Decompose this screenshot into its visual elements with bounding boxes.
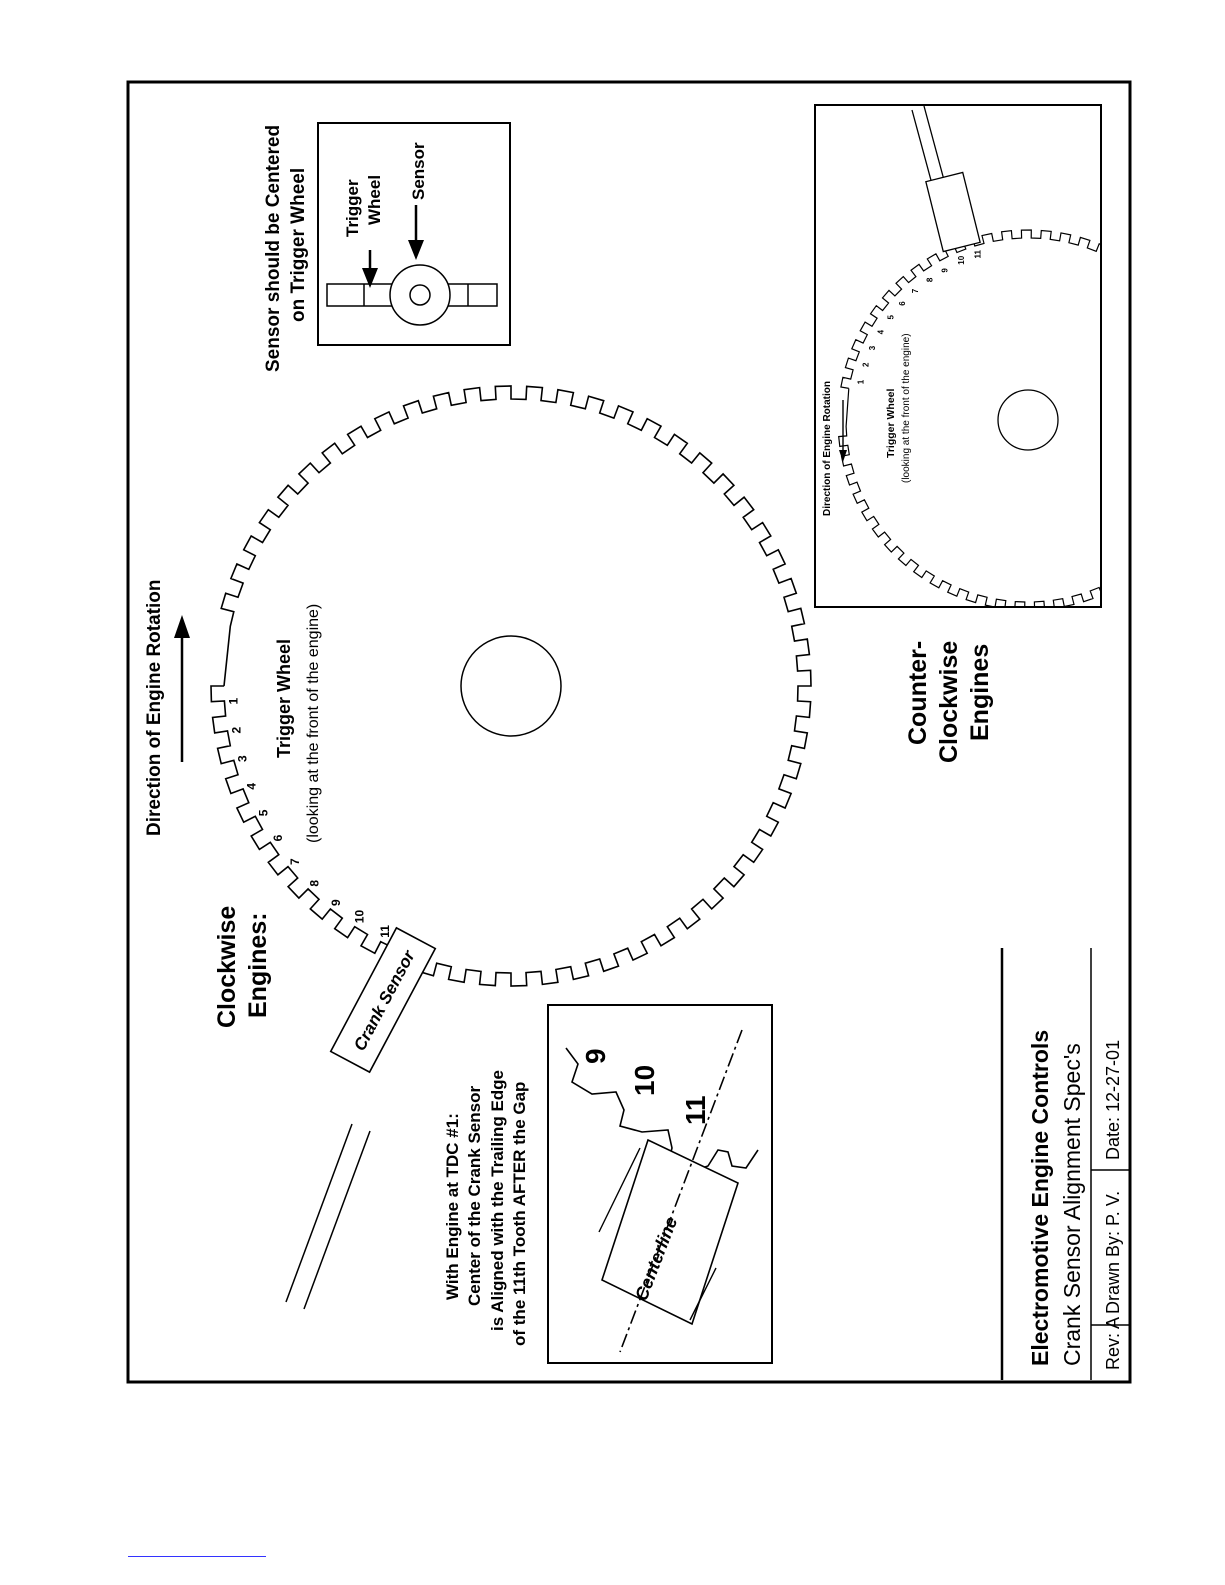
ccw-tooth-number: 11 <box>974 249 983 258</box>
trigger-wheel-counter-clockwise <box>838 229 1101 607</box>
date: Date: 12-27-01 <box>1103 1040 1123 1160</box>
tdc-note: With Engine at TDC #1: Center of the Cra… <box>443 1070 529 1346</box>
drawing-title: Crank Sensor Alignment Spec's <box>1059 1043 1085 1366</box>
svg-text:Trigger: Trigger <box>343 179 362 237</box>
detail-number-11: 11 <box>680 1095 711 1125</box>
svg-text:is Aligned with the Trailing E: is Aligned with the Trailing Edge <box>488 1070 507 1331</box>
revision: Rev: A <box>1103 1317 1123 1370</box>
ccw-tooth-number: 8 <box>925 277 934 282</box>
ccw-wheel-label: Trigger Wheel <box>885 388 897 458</box>
cw-tooth-number: 4 <box>245 783 259 790</box>
cw-tooth-number: 7 <box>288 858 302 865</box>
clockwise-heading-line1: Clockwise <box>213 906 241 1028</box>
cw-tooth-number: 3 <box>236 755 250 762</box>
ccw-tooth-number: 7 <box>911 288 920 293</box>
cw-tooth-number: 11 <box>378 925 392 938</box>
svg-text:of the 11th Tooth AFTER the Ga: of the 11th Tooth AFTER the Gap <box>510 1082 529 1346</box>
tooth-alignment-detail: 9 10 11 Centerline <box>547 1004 773 1364</box>
trigger-wheel-hub <box>460 635 562 737</box>
cw-tooth-number: 6 <box>271 834 285 841</box>
ccw-tooth-number: 10 <box>957 255 966 264</box>
clockwise-heading-line2: Engines: <box>244 912 272 1018</box>
trigger-wheel-label-clockwise: Trigger Wheel <box>274 639 294 758</box>
cw-tooth-number: 5 <box>256 809 270 816</box>
ccw-tooth-number: 6 <box>898 301 907 306</box>
ccw-tooth-number: 9 <box>941 268 950 273</box>
ccw-heading-line2: Clockwise <box>935 641 963 763</box>
ccw-tooth-number: 2 <box>861 362 870 367</box>
detail-number-9: 9 <box>580 1048 611 1064</box>
cw-tooth-number: 8 <box>307 880 321 887</box>
company-name: Electromotive Engine Controls <box>1027 1030 1053 1366</box>
cw-tooth-number: 10 <box>353 910 367 924</box>
svg-text:Center of the Crank Sensor: Center of the Crank Sensor <box>465 1086 484 1306</box>
svg-text:With Engine at TDC #1:: With Engine at TDC #1: <box>443 1113 462 1300</box>
footer-link-rule <box>128 1556 266 1557</box>
ccw-sensor <box>911 105 981 253</box>
ccw-tooth-number: 4 <box>877 329 886 334</box>
ccw-heading-line1: Counter- <box>904 641 932 745</box>
detail-number-10: 10 <box>629 1065 660 1096</box>
cw-tooth-number: 9 <box>329 899 343 906</box>
ccw-tooth-number: 5 <box>887 315 896 320</box>
crank-sensor: Crank Sensor <box>285 926 437 1310</box>
direction-arrow-clockwise <box>174 615 190 762</box>
svg-text:Sensor: Sensor <box>409 142 428 200</box>
sensor-centering-note: Sensor should be Centered on Trigger Whe… <box>263 122 511 372</box>
svg-text:Wheel: Wheel <box>365 175 384 225</box>
trigger-wheel-sublabel-clockwise: (looking at the front of the engine) <box>305 604 322 843</box>
ccw-direction-label: Direction of Engine Rotation <box>822 381 833 516</box>
sheet-border <box>126 80 1132 1384</box>
ccw-direction-arrow <box>839 400 847 462</box>
cw-tooth-number: 1 <box>226 698 240 705</box>
counter-clockwise-inset: 1 2 3 4 5 6 7 8 9 10 11 Direction of Engine Rotati… <box>814 104 1102 608</box>
direction-label-clockwise: Direction of Engine Rotation <box>144 580 165 837</box>
trigger-wheel-clockwise <box>210 385 812 987</box>
cw-tooth-number: 2 <box>229 727 243 734</box>
ccw-tooth-number: 3 <box>868 345 877 350</box>
drawn-by: Drawn By: P. V. <box>1103 1191 1123 1314</box>
clockwise-tooth-numbers: 1 2 3 4 5 6 7 8 9 10 11 <box>226 698 391 938</box>
ccw-heading-line3: Engines <box>966 644 994 741</box>
svg-text:Sensor should be Centered: Sensor should be Centered <box>263 125 284 372</box>
ccw-wheel-sublabel: (looking at the front of the engine) <box>901 333 912 483</box>
ccw-wheel-hub <box>997 389 1059 451</box>
title-block: Electromotive Engine Controls Crank Sens… <box>1000 948 1130 1380</box>
svg-text:on Trigger Wheel: on Trigger Wheel <box>288 168 309 322</box>
ccw-tooth-number: 1 <box>856 379 865 384</box>
ccw-tooth-numbers: 1 2 3 4 5 6 7 8 9 10 11 <box>856 249 982 384</box>
